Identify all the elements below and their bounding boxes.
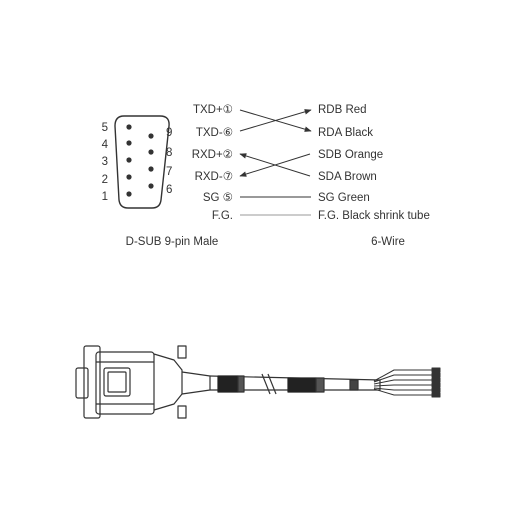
signal-name-label: RXD+② — [192, 149, 233, 161]
wire-name-label: SDA Brown — [318, 171, 377, 183]
dsub-pinout-schematic: 5 4 3 2 1 9 8 7 6 TXD+① TXD-⑥ RXD+② RXD-… — [102, 104, 430, 248]
signal-name-label: TXD+① — [193, 104, 233, 116]
pin-dot — [126, 174, 132, 180]
split-wires — [373, 367, 441, 398]
wire-name-label: RDB Red — [318, 104, 367, 116]
cable-break-mark — [267, 373, 277, 395]
shrink-tube — [217, 375, 245, 393]
pin-number-label: 9 — [166, 127, 172, 139]
pin-dot — [126, 157, 132, 163]
signal-name-label: RXD-⑦ — [195, 171, 233, 183]
pin-number-label: 7 — [166, 166, 172, 178]
pin-dot — [148, 133, 154, 139]
dsub-caption: D-SUB 9-pin Male — [126, 236, 219, 248]
wire-name-label: RDA Black — [318, 127, 373, 139]
rxd-minus-connection-arrow — [239, 153, 311, 177]
pin-number-label: 2 — [102, 174, 108, 186]
pin-number-label: 4 — [102, 139, 109, 151]
pin-number-label: 8 — [166, 147, 172, 159]
cable-band — [349, 379, 359, 391]
six-wire-caption: 6-Wire — [371, 236, 405, 248]
dsub-connector-outline — [114, 115, 170, 209]
pin-dot — [148, 166, 154, 172]
pin-number-label: 6 — [166, 184, 172, 196]
dsub-shell-drawing — [75, 345, 211, 419]
pin-dot — [126, 140, 132, 146]
cable-illustration — [75, 345, 441, 419]
cable-break-mark — [261, 373, 271, 395]
pin-dot — [148, 149, 154, 155]
pin-number-label: 3 — [102, 156, 108, 168]
wire-name-label: SG Green — [318, 192, 370, 204]
signal-name-label: SG ⑤ — [203, 192, 233, 204]
pin-number-label: 1 — [102, 191, 108, 203]
txd-minus-connection-arrow — [239, 109, 312, 132]
pin-dot — [148, 183, 154, 189]
signal-name-label: F.G. — [212, 210, 233, 222]
pin-number-label: 5 — [102, 122, 108, 134]
shrink-tube — [287, 377, 325, 393]
wire-name-label: SDB Orange — [318, 149, 383, 161]
pin-dot — [126, 191, 132, 197]
signal-name-label: TXD-⑥ — [196, 127, 233, 139]
wire-name-label: F.G. Black shrink tube — [318, 210, 430, 222]
pin-dot — [126, 124, 132, 130]
